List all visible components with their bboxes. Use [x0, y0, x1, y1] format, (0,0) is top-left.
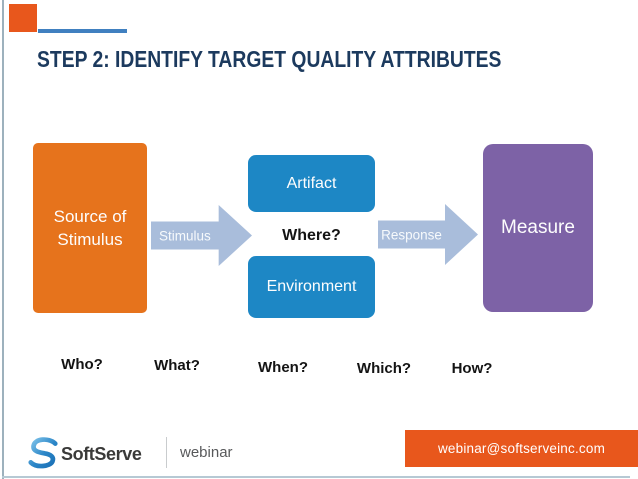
- session-label: webinar: [180, 444, 233, 461]
- response-arrow-label: Response: [381, 227, 442, 242]
- where-label: Where?: [282, 227, 341, 244]
- title-accent-line: [38, 29, 127, 33]
- source-of-stimulus-box: Source of Stimulus: [33, 143, 147, 313]
- artifact-label: Artifact: [286, 174, 337, 192]
- softserve-s-logo-icon: [28, 437, 58, 469]
- question-what: What?: [154, 357, 200, 374]
- slide-title: STEP 2: IDENTIFY TARGET QUALITY ATTRIBUT…: [37, 46, 502, 72]
- artifact-box: Artifact: [248, 155, 375, 212]
- stimulus-arrow: Stimulus: [151, 205, 252, 266]
- response-arrow: Response: [378, 204, 478, 265]
- question-which: Which?: [356, 360, 412, 377]
- footer-divider: [166, 437, 167, 468]
- contact-email: webinar@softserveinc.com: [437, 441, 606, 456]
- brand-corner-square: [9, 4, 37, 32]
- measure-box: Measure: [483, 144, 593, 312]
- environment-box: Environment: [248, 256, 375, 318]
- softserve-wordmark: SoftServe: [61, 444, 142, 464]
- source-of-stimulus-label: Source of Stimulus: [53, 207, 127, 249]
- measure-label: Measure: [501, 217, 575, 238]
- question-when: When?: [258, 359, 308, 376]
- environment-label: Environment: [266, 278, 357, 295]
- stimulus-arrow-label: Stimulus: [158, 228, 211, 243]
- email-bar: webinar@softserveinc.com: [405, 430, 638, 467]
- slide-bottom-border: [2, 476, 630, 478]
- question-who: Who?: [61, 356, 103, 373]
- question-how: How?: [451, 360, 493, 377]
- slide-left-border: [2, 0, 4, 479]
